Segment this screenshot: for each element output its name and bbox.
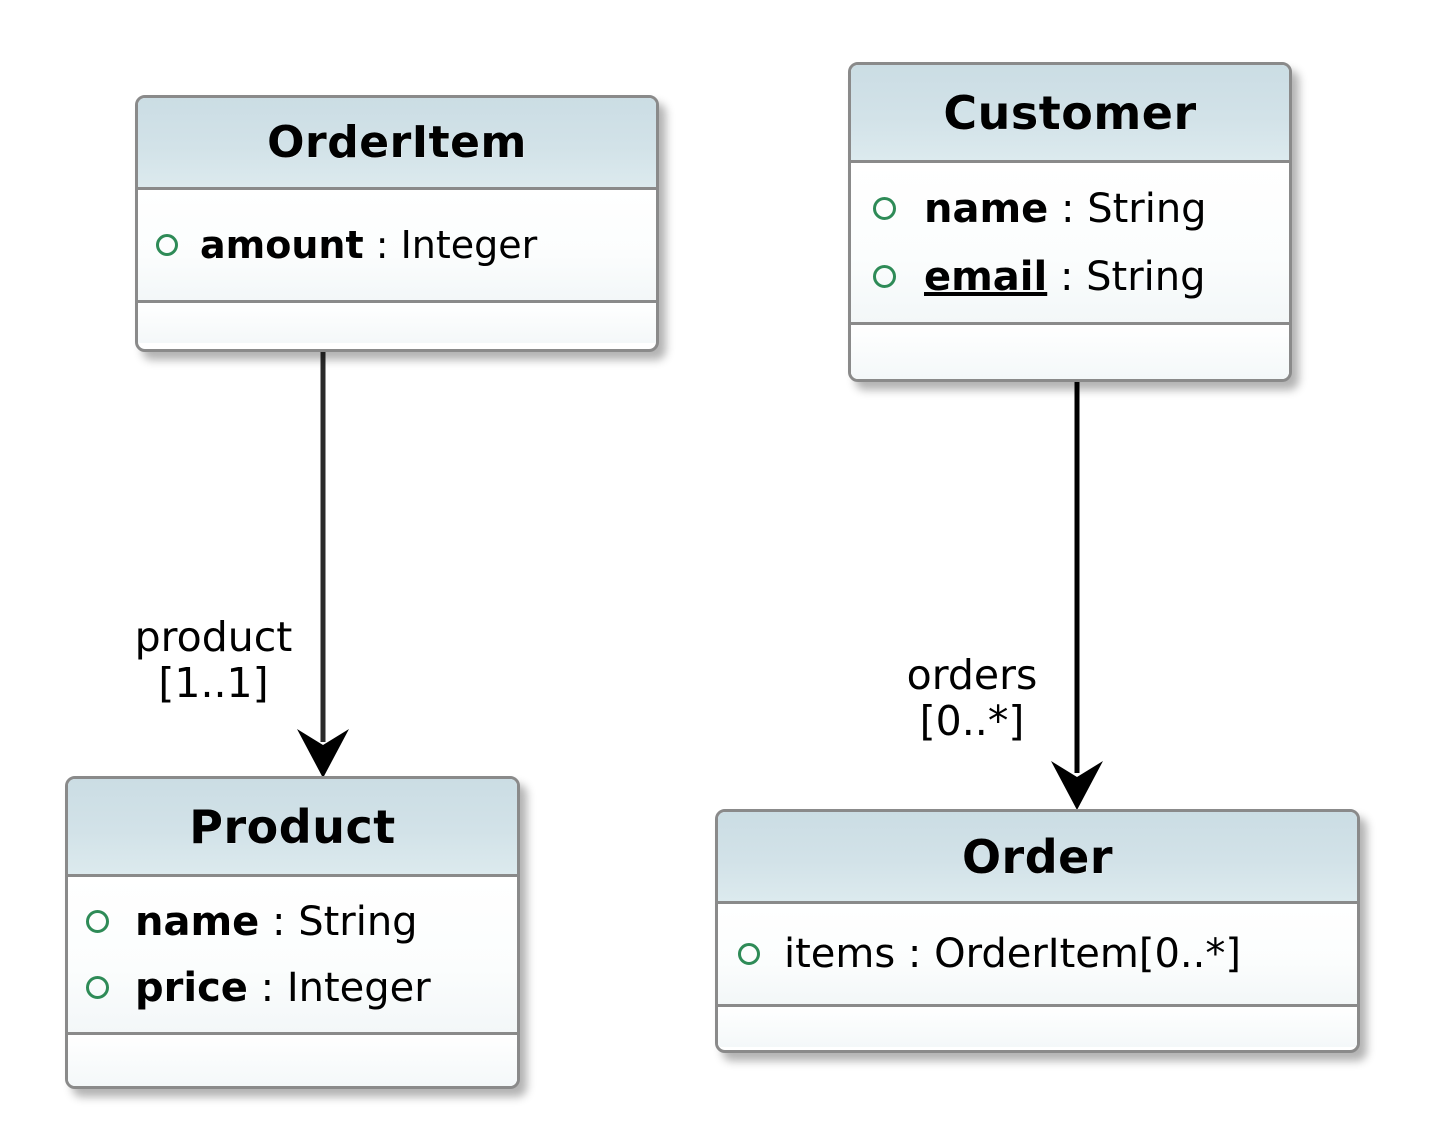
attribute-name: price	[135, 964, 248, 1011]
public-visibility-icon	[873, 265, 896, 288]
attribute-type: String	[1086, 253, 1206, 300]
class-attributes-orderitem: amount : Integer	[138, 190, 656, 303]
class-attributes-order: items : OrderItem[0..*]	[718, 904, 1357, 1007]
class-header-orderitem: OrderItem	[138, 98, 656, 190]
attribute-name: email	[924, 253, 1048, 300]
association-customer-order	[1051, 382, 1103, 810]
class-header-customer: Customer	[851, 65, 1289, 163]
attribute-name: name	[924, 185, 1049, 232]
class-box-orderitem[interactable]: OrderItem amount : Integer	[135, 95, 659, 352]
attribute-separator: :	[1048, 185, 1088, 232]
association-role-product: product	[134, 613, 293, 661]
public-visibility-icon	[738, 943, 760, 965]
class-attributes-customer: name : String email : String	[851, 163, 1289, 325]
class-operations-order	[718, 1007, 1357, 1047]
attribute-row[interactable]: email : String	[873, 243, 1267, 311]
attribute-name: items	[784, 931, 896, 977]
attribute-row[interactable]: amount : Integer	[156, 217, 638, 273]
attribute-name: name	[135, 898, 260, 945]
class-operations-orderitem	[138, 303, 656, 343]
attribute-separator: :	[895, 931, 935, 977]
attribute-type: String	[1087, 185, 1207, 232]
attribute-separator: :	[1047, 253, 1087, 300]
attribute-type: Integer	[286, 964, 431, 1011]
attribute-type: OrderItem[0..*]	[934, 931, 1241, 977]
association-label-orders: orders [0..*]	[872, 651, 1072, 745]
association-label-product: product [1..1]	[106, 613, 321, 707]
class-box-product[interactable]: Product name : String price : Integer	[65, 776, 520, 1089]
class-header-order: Order	[718, 812, 1357, 904]
attribute-type: String	[298, 898, 418, 945]
attribute-row[interactable]: name : String	[86, 889, 499, 955]
class-box-order[interactable]: Order items : OrderItem[0..*]	[715, 809, 1360, 1053]
attribute-row[interactable]: items : OrderItem[0..*]	[738, 926, 1337, 982]
attribute-separator: :	[363, 223, 401, 267]
attribute-type: Integer	[400, 223, 538, 267]
class-operations-customer	[851, 325, 1289, 379]
attribute-row[interactable]: name : String	[873, 175, 1267, 243]
association-multiplicity-orders: [0..*]	[919, 696, 1025, 745]
association-multiplicity-product: [1..1]	[158, 658, 269, 707]
attribute-separator: :	[247, 964, 287, 1011]
class-name-customer: Customer	[943, 85, 1197, 140]
class-name-orderitem: OrderItem	[267, 117, 527, 168]
class-box-customer[interactable]: Customer name : String email : String	[848, 62, 1292, 382]
attribute-name: amount	[200, 223, 364, 267]
public-visibility-icon	[156, 234, 178, 256]
class-name-product: Product	[189, 799, 396, 854]
public-visibility-icon	[86, 976, 109, 999]
class-header-product: Product	[68, 779, 517, 877]
class-name-order: Order	[961, 829, 1114, 884]
class-operations-product	[68, 1035, 517, 1086]
association-orderitem-product	[297, 352, 349, 778]
public-visibility-icon	[873, 197, 896, 220]
class-attributes-product: name : String price : Integer	[68, 877, 517, 1035]
public-visibility-icon	[86, 910, 109, 933]
attribute-separator: :	[259, 898, 299, 945]
association-role-orders: orders	[906, 651, 1038, 699]
attribute-row[interactable]: price : Integer	[86, 955, 499, 1021]
